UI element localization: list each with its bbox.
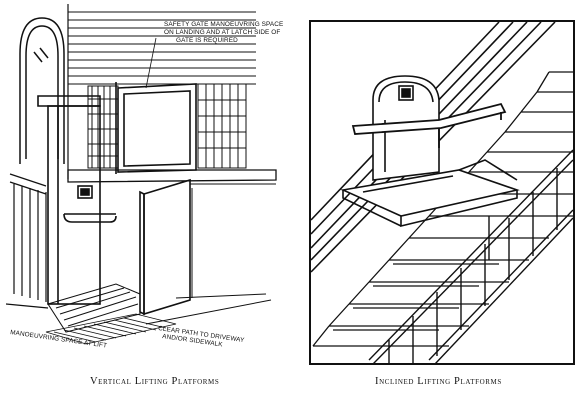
porch-lattice (87, 83, 247, 169)
stair-handrail (368, 149, 574, 365)
inclined-lift-drawing (309, 20, 575, 365)
inclined-lift-illustration (309, 20, 575, 365)
guard-arms (351, 102, 507, 148)
left-porch-railing (6, 173, 49, 309)
upper-safety-gate (115, 82, 197, 174)
arched-window (19, 17, 65, 164)
vertical-lift-illustration: SAFETY GATE MANOEUVRING SPACE ON LANDING… (6, 4, 306, 364)
lift-tower (37, 95, 117, 305)
platform-floor (47, 283, 141, 333)
platform-deck (340, 159, 520, 228)
safety-gate-callout-line3: GATE IS REQUIRED (176, 37, 238, 44)
figure-frame (309, 20, 575, 365)
safety-gate-callout-line2: ON LANDING AND AT LATCH SIDE OF (164, 29, 280, 36)
caption-inclined-lift: Inclined Lifting Platforms (375, 376, 502, 387)
safety-gate-callout-line1: SAFETY GATE MANOEUVRING SPACE (164, 21, 283, 28)
vertical-lift-drawing: SAFETY GATE MANOEUVRING SPACE ON LANDING… (6, 4, 283, 350)
lower-gate (139, 178, 191, 316)
caption-vertical-lift: Vertical Lifting Platforms (90, 376, 220, 387)
stair-steps (312, 71, 573, 347)
manoeuvring-space-hatch (45, 313, 177, 345)
ground-lines (145, 183, 276, 325)
